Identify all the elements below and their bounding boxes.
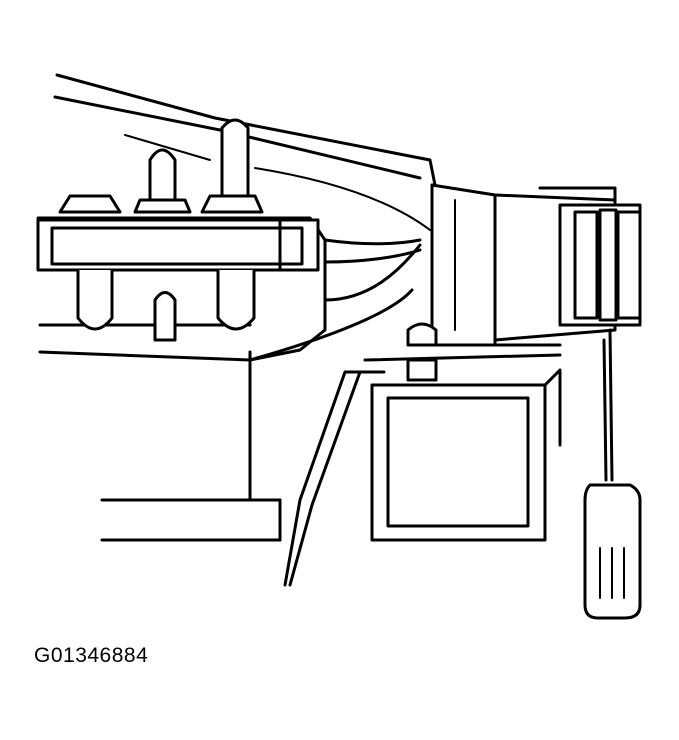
box-stud bbox=[406, 322, 438, 382]
housing-top-lines bbox=[53, 73, 437, 231]
mounting-studs bbox=[58, 118, 264, 214]
figure-id-label: G01346884 bbox=[34, 644, 149, 667]
cone-transition bbox=[248, 238, 422, 362]
lower-prongs bbox=[76, 270, 256, 342]
bracket bbox=[100, 370, 386, 587]
seal-rail bbox=[36, 218, 320, 272]
end-cap bbox=[538, 186, 642, 327]
screwdriver-icon bbox=[583, 328, 642, 620]
control-box bbox=[363, 353, 562, 542]
